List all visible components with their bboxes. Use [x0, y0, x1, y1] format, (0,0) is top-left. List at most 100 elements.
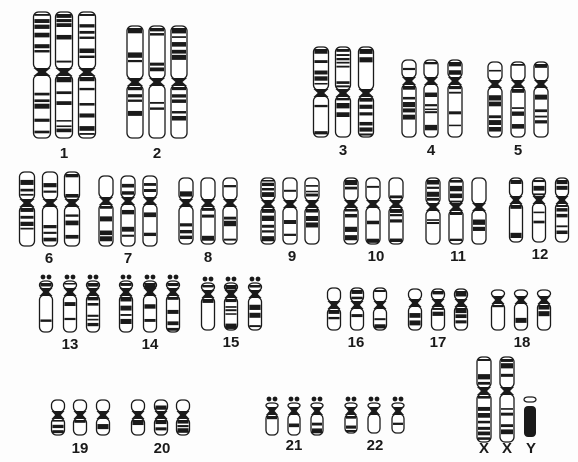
chromosome-copy [223, 178, 237, 244]
chromosome-band [57, 35, 72, 40]
centromere [171, 78, 187, 86]
chromosome-arm [97, 400, 110, 412]
chromosome-label-17: 17 [430, 334, 447, 351]
chromosome-copy [97, 400, 110, 435]
chromosome-band [346, 426, 356, 429]
chromosome-band [35, 99, 50, 102]
chromosome-band [128, 100, 142, 102]
chromosome-copy [374, 288, 387, 330]
chromosome-copy [511, 62, 525, 137]
chromosome-band [312, 428, 322, 433]
chromosome-band [512, 64, 524, 66]
chromosome-label-9: 9 [288, 248, 296, 265]
chromosome-band [557, 231, 568, 235]
centromere [314, 89, 329, 97]
chromosome-band [156, 420, 167, 424]
chromosome-band [172, 87, 186, 90]
chromosome-band [80, 88, 95, 90]
chromosome-band [433, 291, 444, 294]
chromosome-band [172, 94, 186, 97]
chromosome-band [390, 219, 402, 222]
chromosome-band [512, 124, 524, 129]
chromosome-copy [288, 397, 300, 435]
chromosome-band [534, 221, 545, 224]
chromosome-band [262, 225, 274, 228]
chromosome-arm [40, 295, 53, 332]
centromere [351, 301, 364, 309]
chromosome-band [35, 50, 50, 52]
chromosome-band [35, 93, 50, 96]
chromosome-arm [492, 290, 505, 297]
chromosome-band [427, 180, 439, 185]
chromosome-band [35, 131, 50, 134]
centromere [432, 299, 445, 307]
chromosome-band [306, 209, 318, 213]
chromosome-label-7: 7 [124, 250, 132, 267]
chromosome-band [57, 129, 72, 133]
chromosome-copy [314, 47, 329, 137]
centromere [534, 80, 548, 88]
chromosome-band [224, 221, 236, 226]
chromosome-band [478, 427, 490, 430]
chromosome-band [433, 308, 444, 310]
centromere [345, 407, 357, 415]
chromosome-copy [155, 400, 168, 435]
chromosome-band [172, 99, 186, 102]
chromosome-label-16: 16 [348, 334, 365, 351]
chromosome-copy [368, 397, 380, 433]
chromosome-band [88, 323, 99, 326]
chromosome-arm [143, 204, 157, 246]
centromere [87, 288, 100, 296]
chromosome-band [501, 429, 513, 434]
centromere [132, 411, 145, 419]
chromosome-band [345, 214, 357, 217]
centromere [283, 200, 297, 208]
chromosome-band [156, 406, 167, 410]
chromosome-label-10: 10 [368, 248, 385, 265]
chromosome-band [315, 83, 328, 85]
centromere [488, 80, 502, 88]
chromosome-band [403, 97, 415, 100]
centromere [477, 387, 491, 395]
centromere [288, 407, 300, 415]
chromosome-band [144, 189, 156, 192]
chromosome-copy [359, 47, 374, 137]
chromosome-band [352, 290, 363, 294]
satellite [151, 275, 156, 280]
chromosome-band [360, 57, 373, 62]
chromosome-copy [79, 12, 96, 138]
chromosome-band [315, 105, 328, 107]
chromosome-band [156, 427, 167, 430]
chromosome-band [478, 432, 490, 436]
chromosome-band [226, 285, 237, 289]
centromere [149, 78, 165, 86]
chromosome-band [375, 318, 386, 320]
satellite [203, 277, 208, 282]
chromosome-band [66, 214, 79, 216]
chromosome-band [226, 306, 237, 308]
chromosome-arm [328, 288, 341, 302]
chromosome-copy [132, 400, 145, 435]
chromosome-band [511, 233, 522, 238]
chromosome-copy [311, 397, 323, 435]
chromosome-arm [283, 207, 297, 244]
chromosome-copy [455, 289, 468, 330]
chromosome-arm [99, 176, 113, 198]
chromosome-band [65, 283, 76, 285]
chromosome-copy-y [524, 397, 536, 437]
chromosome-band [35, 104, 50, 109]
chromosome-band [203, 299, 214, 303]
chromosome-copy [432, 289, 445, 330]
chromosome-label-12: 12 [532, 246, 549, 263]
chromosome-band [121, 306, 132, 311]
chromosome-band [168, 283, 179, 286]
chromosome-arm [144, 295, 157, 332]
chromosome-arm [409, 306, 422, 330]
chromosome-band [360, 133, 373, 135]
chromosome-band [21, 222, 34, 226]
chromosome-copy [121, 176, 135, 246]
chromosome-label-19: 19 [72, 440, 89, 457]
chromosome-band [425, 111, 437, 113]
centromere [20, 199, 35, 207]
centromere [328, 301, 341, 309]
